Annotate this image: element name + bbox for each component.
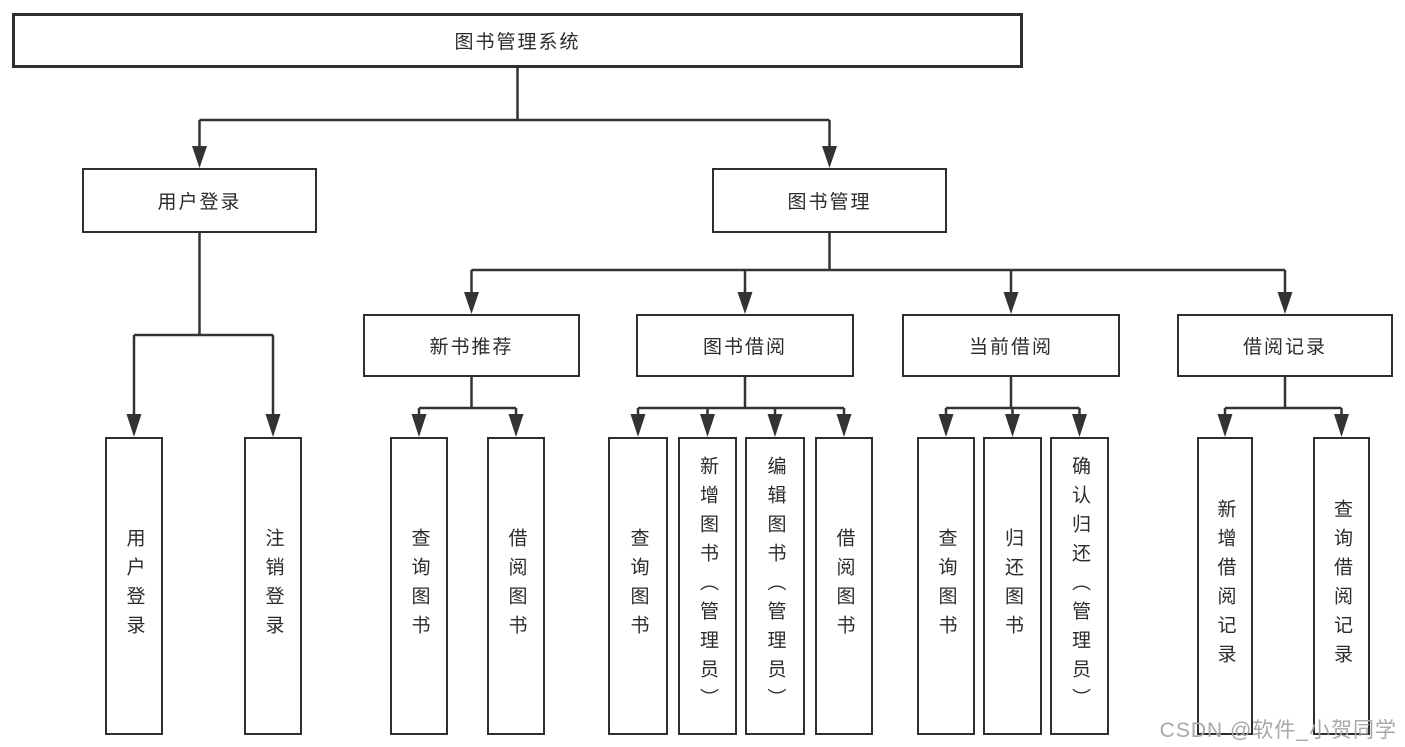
node-user-login-label: 用户登录 (157, 192, 242, 213)
connector-borrow-records-children (1223, 377, 1343, 416)
connector-root-to-level2 (198, 68, 831, 148)
node-logout-label: 注销登录 (262, 528, 284, 644)
node-return-book-label: 归还图书 (1002, 528, 1023, 644)
node-query-borrow-record-label: 查询借阅记录 (1331, 499, 1352, 673)
arrow-icon (1072, 414, 1087, 437)
arrow-icon (822, 146, 837, 168)
connector-user-login-children (132, 233, 275, 415)
arrow-icon (630, 414, 646, 437)
node-new-book-recommend-label: 新书推荐 (429, 337, 514, 358)
node-add-book-admin: 新增图书（管理员） (678, 437, 737, 735)
arrow-icon (767, 414, 783, 437)
arrow-icon (1334, 414, 1349, 437)
node-library-system-label: 图书管理系统 (454, 32, 581, 53)
node-borrow-books-recommend-label: 借阅图书 (505, 528, 527, 644)
arrow-icon (1005, 414, 1020, 437)
node-query-books-borrow-label: 查询图书 (627, 528, 649, 644)
connector-new-book-recommend-children (417, 377, 518, 416)
arrow-icon (126, 414, 142, 437)
node-query-books-borrow: 查询图书 (608, 437, 668, 735)
connector-book-management-children (470, 233, 1287, 292)
arrow-icon (1217, 414, 1233, 437)
node-add-book-admin-label: 新增图书（管理员） (697, 455, 718, 717)
arrow-icon (737, 292, 753, 314)
node-borrow-records-label: 借阅记录 (1242, 337, 1327, 358)
node-book-borrow-label: 图书借阅 (702, 337, 787, 358)
arrow-icon (411, 414, 427, 437)
node-library-system: 图书管理系统 (12, 13, 1023, 68)
node-book-management: 图书管理 (712, 168, 947, 233)
node-confirm-return-admin: 确认归还（管理员） (1050, 437, 1109, 735)
node-borrow-books-label: 借阅图书 (833, 528, 855, 644)
node-login: 用户登录 (105, 437, 163, 735)
node-query-books-recommend-label: 查询图书 (408, 528, 430, 644)
node-logout: 注销登录 (244, 437, 302, 735)
arrow-icon (265, 414, 281, 437)
connector-book-borrow-children (636, 377, 846, 416)
arrow-icon (836, 414, 852, 437)
node-edit-book-admin-label: 编辑图书（管理员） (764, 455, 786, 717)
node-query-books-current: 查询图书 (917, 437, 975, 735)
node-borrow-books-recommend: 借阅图书 (487, 437, 545, 735)
node-query-books-current-label: 查询图书 (935, 528, 957, 644)
node-book-management-label: 图书管理 (787, 192, 872, 213)
node-current-borrow: 当前借阅 (902, 314, 1120, 377)
connector-current-borrow-children (944, 377, 1081, 416)
arrow-icon (192, 146, 207, 168)
arrow-icon (1277, 292, 1293, 314)
arrow-icon (700, 414, 715, 437)
node-return-book: 归还图书 (983, 437, 1042, 735)
node-borrow-books: 借阅图书 (815, 437, 873, 735)
arrow-icon (464, 292, 479, 314)
node-query-books-recommend: 查询图书 (390, 437, 448, 735)
node-add-borrow-record: 新增借阅记录 (1197, 437, 1253, 735)
node-user-login: 用户登录 (82, 168, 317, 233)
node-add-borrow-record-label: 新增借阅记录 (1214, 499, 1236, 673)
node-login-label: 用户登录 (123, 528, 145, 644)
watermark: CSDN @软件_小贺同学 (1159, 719, 1397, 742)
node-query-borrow-record: 查询借阅记录 (1313, 437, 1370, 735)
node-confirm-return-admin-label: 确认归还（管理员） (1069, 455, 1090, 717)
node-borrow-records: 借阅记录 (1177, 314, 1393, 377)
node-current-borrow-label: 当前借阅 (968, 337, 1053, 358)
arrow-icon (508, 414, 524, 437)
arrow-icon (938, 414, 954, 437)
node-edit-book-admin: 编辑图书（管理员） (745, 437, 805, 735)
node-book-borrow: 图书借阅 (636, 314, 854, 377)
arrow-icon (1003, 292, 1019, 314)
node-new-book-recommend: 新书推荐 (363, 314, 580, 377)
